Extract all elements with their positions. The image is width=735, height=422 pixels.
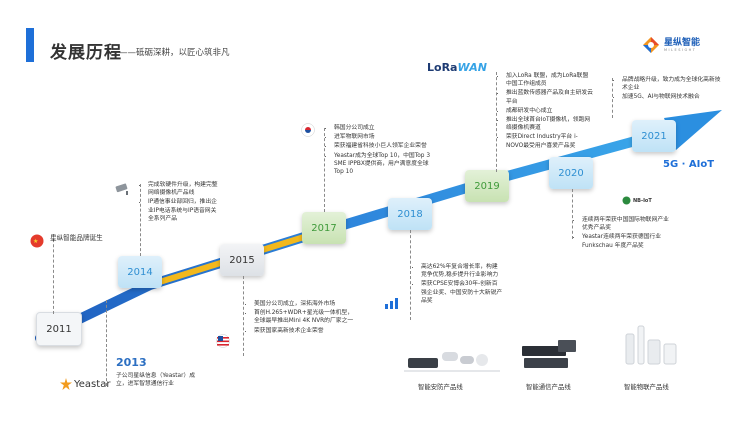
- product-line-iot: 智能物联产品线: [624, 383, 669, 391]
- lorawan-logo: LoRaWAN: [427, 61, 487, 74]
- year-2019: 2019: [465, 170, 509, 202]
- year-2013: 2013: [116, 356, 147, 369]
- cctv-camera-icon: [115, 183, 128, 195]
- year-2011: 2011: [36, 312, 82, 346]
- year-2020: 2020: [549, 157, 593, 189]
- yeastar-logo-icon: [60, 378, 72, 390]
- product-line-security: 智能安防产品线: [418, 383, 463, 391]
- note-2014: 完成软硬件升级，构建完整网络摄像机产品线 IP通信事业部回归，推出企业IP电话系…: [140, 181, 220, 224]
- note-2011: 星纵智能品牌诞生: [50, 234, 103, 242]
- 5g-aiot-label: 5G · AIoT: [663, 159, 715, 170]
- year-2018: 2018: [388, 198, 432, 230]
- logo-subtext: MILESIGHT: [664, 47, 697, 52]
- milesight-logo-icon: [643, 37, 659, 53]
- iot-products-image: [625, 325, 677, 365]
- title-accent-bar: [26, 28, 34, 62]
- note-2021: 品牌战略升级，致力成为全球化高新技术企业 加速5G、AI与物联网技术融合: [614, 76, 726, 103]
- product-line-communication: 智能通信产品线: [526, 383, 571, 391]
- note-2013: 子公司星纵信息（Yeastar）成立，进军智慧通信行业: [116, 373, 196, 388]
- note-2018: 高达62%年复合增长率，构建竞争优势,稳步提升行业影响力 荣获CPSE安博会30…: [413, 263, 503, 306]
- year-2015: 2015: [220, 244, 264, 276]
- year-2017: 2017: [302, 212, 346, 244]
- china-flag-icon: ★: [30, 234, 44, 248]
- usa-flag-icon: [216, 334, 230, 348]
- korea-flag-icon: [301, 123, 315, 137]
- year-2014: 2014: [118, 256, 162, 288]
- nb-iot-icon: NB-IoT: [622, 196, 652, 205]
- note-2017: 韩国分公司成立 进军物联网市场 荣获福建省科技小巨人领军企业荣誉 Yeastar…: [326, 124, 438, 177]
- page-title: 发展历程: [50, 43, 122, 63]
- year-2021: 2021: [632, 120, 676, 152]
- yeastar-logo: Yeastar: [60, 378, 110, 390]
- milesight-logo: 星纵智能 MILESIGHT: [642, 36, 700, 54]
- note-2015: 美国分公司成立，深拓海外市场 首创H.265+WDR+星光级一体机型，全球最早推…: [246, 300, 356, 336]
- bar-chart-icon: [385, 298, 398, 309]
- security-products-image: [404, 352, 500, 372]
- communication-products-image: [522, 340, 576, 368]
- note-2019: 加入LoRa 联盟，成为LoRa联盟中国工作组成员 推出蓝数传感器产品及自主研发…: [498, 72, 594, 151]
- page-subtitle: ——砥砺深耕，以匠心筑非凡: [119, 48, 230, 58]
- note-2020: 连续两年荣获中国国际物联网产业优秀产品奖 Yeastar连续两年荣获德国行业Fu…: [574, 216, 672, 251]
- svg-text:★: ★: [33, 238, 38, 245]
- logo-text: 星纵智能: [664, 37, 701, 48]
